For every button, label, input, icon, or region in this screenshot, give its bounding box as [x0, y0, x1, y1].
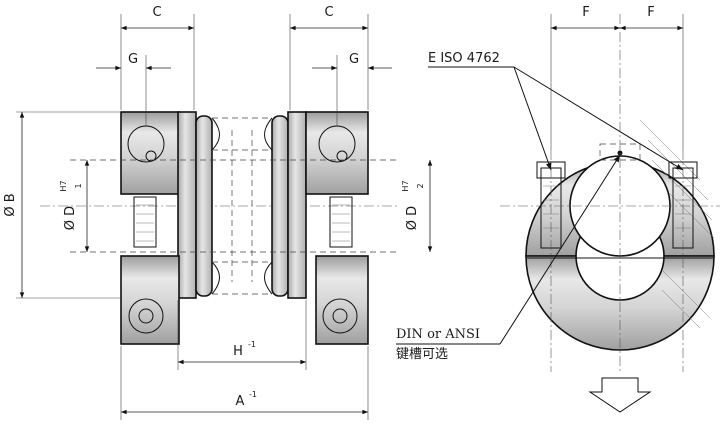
section-hatching [639, 119, 715, 329]
side-view: C G C G Ø B Ø D H7 1 Ø D H7 2 [3, 5, 433, 420]
front-view: F F E ISO 4762 DIN or ANSI 键槽可选 [396, 5, 720, 413]
right-screw-socket [336, 150, 348, 162]
left-hub-flange [177, 111, 197, 299]
label-screw-standard: E ISO 4762 [428, 51, 500, 66]
label-dia-d2-index: 2 [416, 183, 425, 188]
bellows-fold [211, 117, 220, 151]
leader-screw-right [513, 66, 684, 171]
label-a: A [236, 394, 245, 409]
label-g-right: G [349, 52, 359, 67]
bellows-ring-2 [271, 115, 289, 297]
left-screw-shank [133, 196, 157, 248]
bellows [195, 115, 289, 297]
label-dia-d2-tolerance: H7 [401, 180, 410, 191]
leader-keyway [499, 154, 621, 345]
leader-screw-left [513, 66, 552, 171]
label-g-left: G [128, 52, 138, 67]
left-hub-block [120, 111, 180, 195]
right-hub-flange [287, 111, 307, 299]
right-clamp-lower [315, 255, 369, 345]
label-c-left: C [152, 5, 161, 20]
label-dia-d1: Ø D [63, 206, 78, 230]
label-key-standard: DIN or ANSI [396, 327, 480, 342]
label-dia-d1-tolerance: H7 [59, 180, 68, 191]
label-key-optional: 键槽可选 [396, 347, 448, 362]
right-clamp-screw [322, 298, 358, 334]
left-clamp-screw [128, 298, 164, 334]
label-f-right: F [647, 5, 654, 20]
right-screw-shank [329, 196, 353, 248]
label-h: H [233, 344, 243, 359]
label-dia-d1-index: 1 [74, 183, 83, 188]
label-c-right: C [324, 5, 333, 20]
bellows-ring-1 [195, 115, 213, 297]
left-clamp-lower [120, 255, 180, 345]
label-dia-d2: Ø D [405, 206, 420, 230]
left-screw-socket [145, 150, 157, 162]
label-dia-b: Ø B [3, 193, 18, 216]
label-h-tolerance: -1 [248, 340, 256, 349]
label-f-left: F [582, 5, 589, 20]
label-a-tolerance: -1 [249, 390, 257, 399]
view-direction-arrow [588, 377, 652, 413]
